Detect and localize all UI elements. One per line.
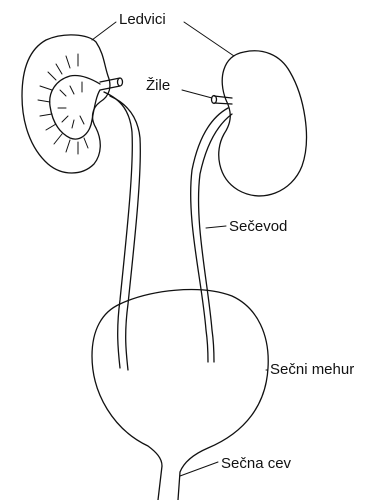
label-vessels: Žile [146,78,170,93]
right-kidney [212,51,307,196]
label-bladder: Sečni mehur [270,362,354,377]
ureters [104,92,232,370]
label-ureter: Sečevod [229,219,287,234]
label-kidneys: Ledvici [119,12,166,27]
left-kidney [22,35,123,173]
leader-lines [92,22,268,476]
label-urethra: Sečna cev [221,456,291,471]
